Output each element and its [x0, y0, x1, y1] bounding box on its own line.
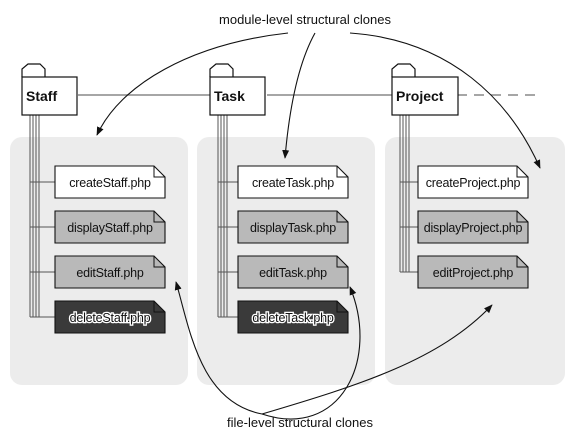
file-icon	[237, 210, 349, 244]
file-name: displayTask.php	[250, 221, 336, 235]
folder-icon	[209, 63, 234, 77]
file-clone-arrow	[261, 304, 493, 415]
file-name: displayStaff.php	[67, 221, 153, 235]
file-clones-caption: file-level structural clones	[227, 415, 373, 430]
file-name: createProject.php	[426, 176, 521, 190]
file-icon	[417, 165, 529, 199]
module-project: Project createProject.php displayProject.p…	[391, 63, 529, 289]
file-icon	[54, 300, 166, 334]
module-task: Task createTask.php displayTask.php editTas…	[209, 63, 349, 334]
file-clone-arrow	[174, 281, 263, 415]
file-icon	[54, 210, 166, 244]
folder-icon	[21, 76, 78, 116]
file-name: editProject.php	[433, 266, 514, 280]
module-staff: Staff createStaff.php displayStaff.php edit…	[21, 63, 166, 334]
file-name: deleteStaff.php	[70, 311, 151, 325]
file-icon	[417, 210, 529, 244]
file-fold	[153, 301, 165, 313]
folder-icon	[209, 76, 266, 116]
file-fold	[153, 256, 165, 268]
file-name: editTask.php	[259, 266, 327, 280]
module-name: Staff	[26, 88, 57, 104]
file-icon	[54, 165, 166, 199]
file-name: deleteTask.php	[252, 311, 334, 325]
folder-icon	[391, 63, 416, 77]
module-clone-arrow	[349, 32, 541, 169]
file-fold	[153, 166, 165, 178]
file-name: editStaff.php	[76, 266, 144, 280]
file-fold	[336, 301, 348, 313]
folder-icon	[21, 63, 46, 77]
file-fold	[516, 211, 528, 223]
file-fold	[336, 211, 348, 223]
file-icon	[54, 255, 166, 289]
file-name: displayProject.php	[424, 221, 523, 235]
module-name: Task	[214, 88, 245, 104]
file-icon	[237, 255, 349, 289]
folder-icon	[391, 76, 459, 116]
file-fold	[336, 256, 348, 268]
file-name: createTask.php	[252, 176, 334, 190]
file-icon	[417, 255, 529, 289]
file-icon	[237, 165, 349, 199]
file-name: createStaff.php	[69, 176, 151, 190]
file-fold	[336, 166, 348, 178]
module-clones-caption: module-level structural clones	[219, 12, 391, 27]
file-fold	[516, 256, 528, 268]
module-clone-arrow	[96, 32, 289, 136]
module-clone-arrow	[282, 32, 316, 159]
file-fold	[153, 211, 165, 223]
module-name: Project	[396, 88, 444, 104]
file-icon	[237, 300, 349, 334]
file-fold	[516, 166, 528, 178]
